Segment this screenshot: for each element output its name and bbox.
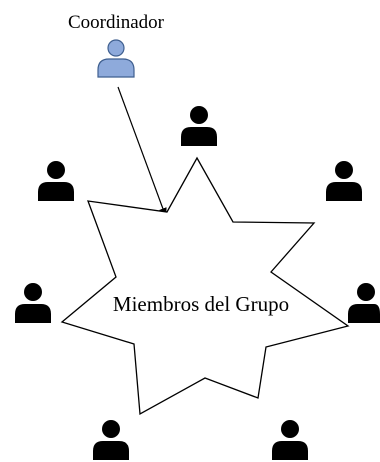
member-person-icon bbox=[38, 161, 74, 201]
member-person-icon bbox=[93, 420, 129, 460]
member-person-icon bbox=[272, 420, 308, 460]
coordinator-arrow bbox=[117, 86, 167, 218]
member-person-icon bbox=[348, 283, 380, 323]
group-label: Miembros del Grupo bbox=[113, 292, 289, 316]
member-person-icon bbox=[181, 106, 217, 146]
group-star-shape bbox=[60, 156, 350, 416]
member-person-icon bbox=[15, 283, 51, 323]
coordinator-person-icon bbox=[97, 39, 135, 78]
member-person-icon bbox=[326, 161, 362, 201]
coordinator-label: Coordinador bbox=[68, 12, 165, 33]
